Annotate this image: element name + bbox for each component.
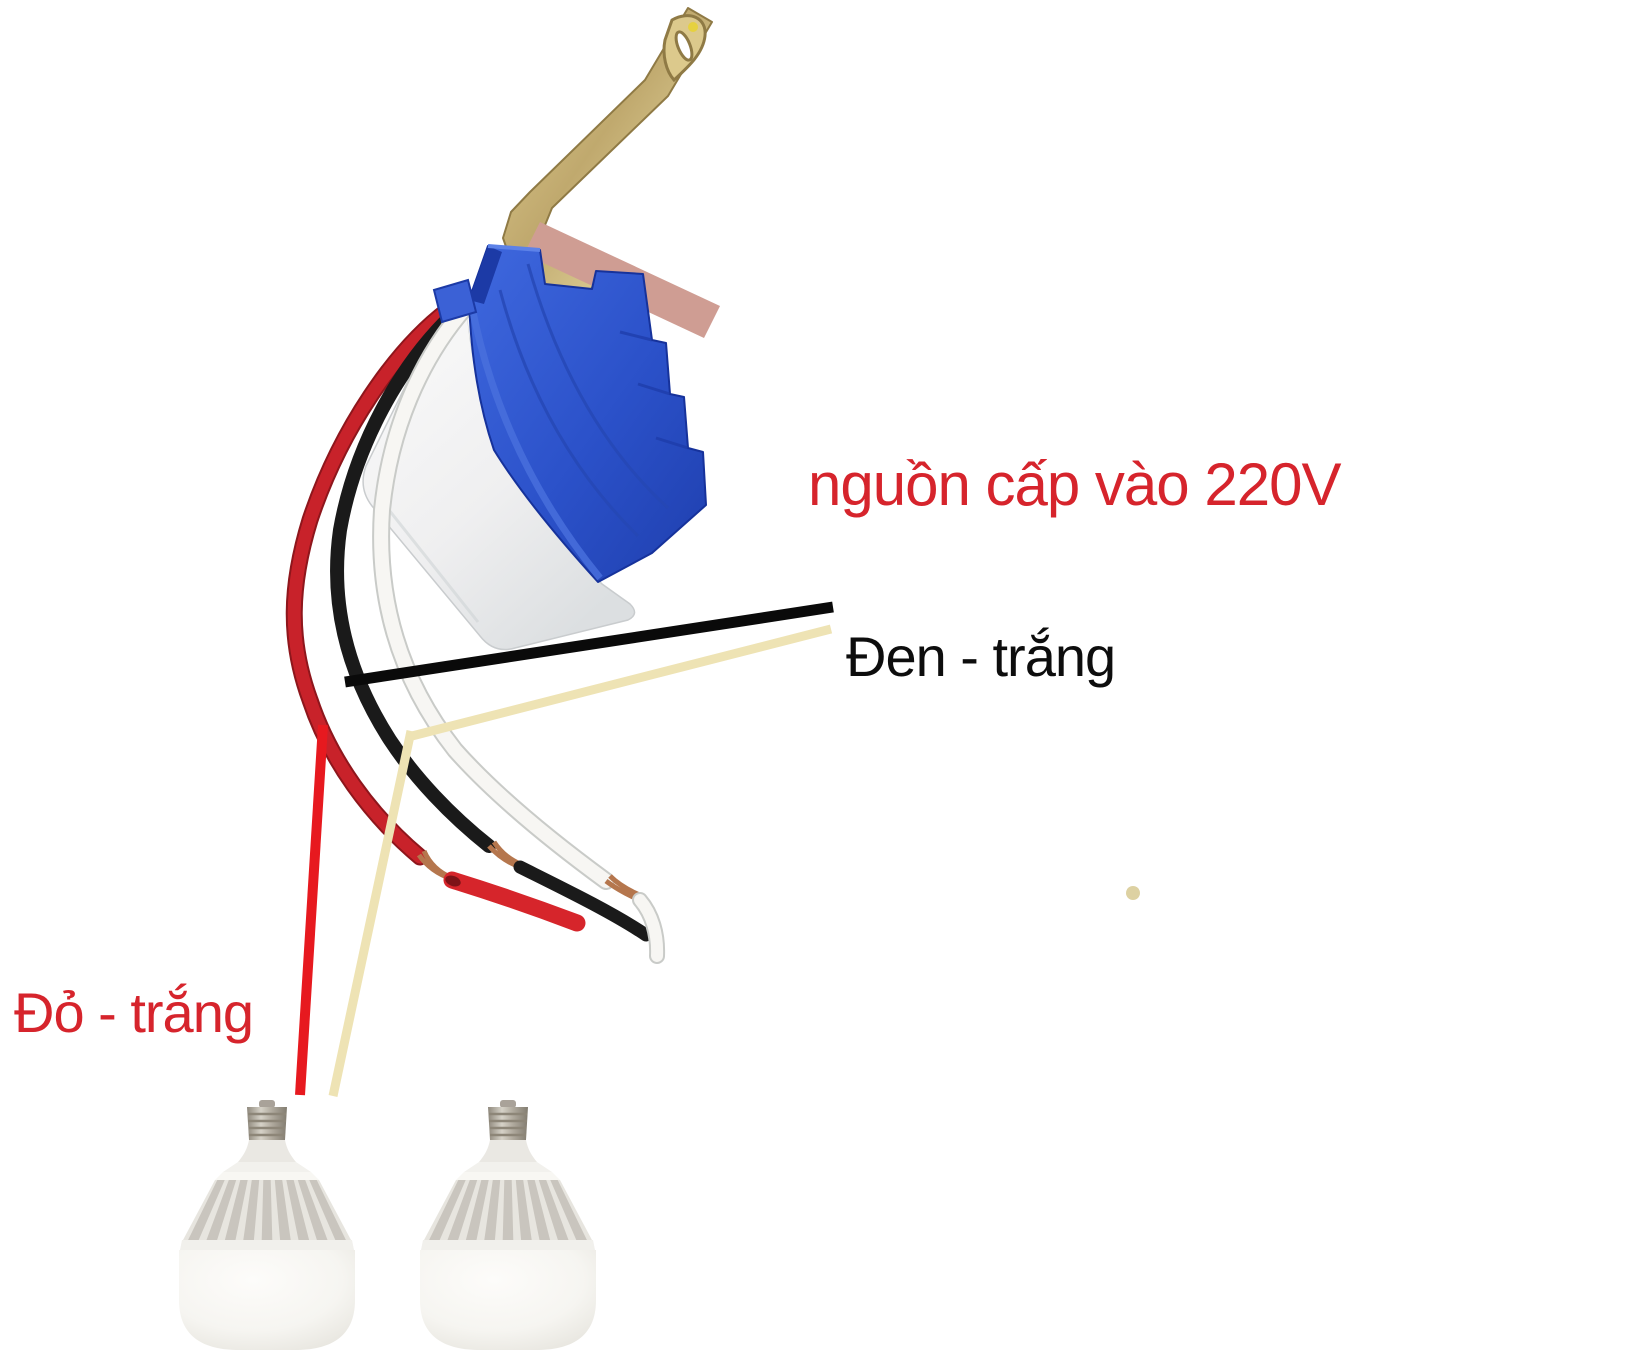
white-wire-tip — [634, 894, 664, 962]
annotation-line-cream-down — [328, 730, 416, 1097]
sleeve-open-end — [445, 875, 461, 887]
annotation-line-cream-upper — [406, 624, 833, 742]
black-wire — [330, 308, 496, 853]
sensor-wires — [285, 299, 615, 890]
black-wire-tip — [513, 860, 653, 942]
beige-dot-artifact — [1126, 886, 1140, 900]
cap-wire-clip — [432, 278, 478, 324]
red-heatshrink-sleeve — [443, 871, 586, 932]
annotation-lines — [295, 601, 834, 1097]
annotation-line-red — [295, 724, 328, 1096]
label-black-white-wires: Đen - trắng — [846, 625, 1116, 688]
label-power-supply-220v: nguồn cấp vào 220V — [808, 451, 1341, 518]
wire-joints — [416, 840, 666, 964]
annotation-line-black — [344, 601, 834, 688]
cap-grooves — [498, 263, 670, 538]
white-wire — [374, 301, 613, 888]
red-wire — [287, 303, 455, 864]
led-bulb-left — [177, 1098, 357, 1352]
cap-bottom-edge-light — [467, 301, 603, 581]
photocell-sensor-cap — [432, 244, 707, 583]
cap-top-highlight — [487, 244, 541, 252]
label-red-white-wires: Đỏ - trắng — [14, 981, 254, 1044]
sensor-body-shadow-line — [383, 504, 480, 623]
bracket-eyelet-hole — [674, 30, 694, 62]
sensor-cap-shell — [468, 245, 707, 583]
cap-fin-steps — [619, 330, 689, 450]
cap-left-bevel — [469, 246, 502, 304]
led-bulb-right — [418, 1098, 598, 1352]
bracket-glint — [688, 22, 698, 32]
